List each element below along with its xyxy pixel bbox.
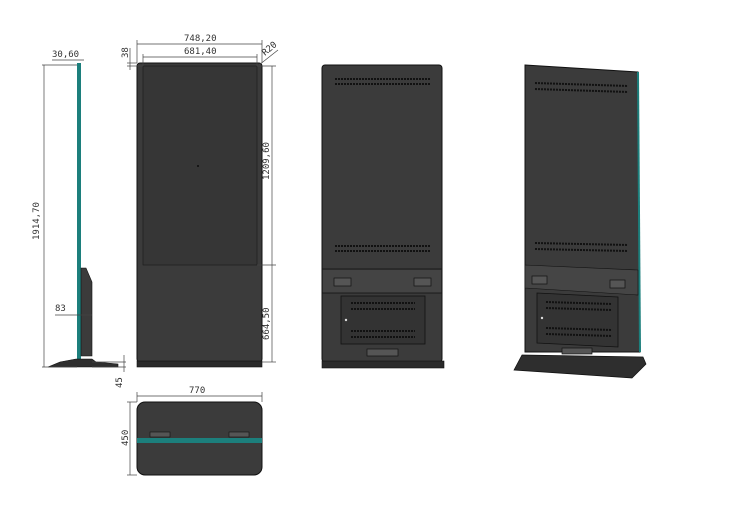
front-screen (142, 65, 258, 266)
dim-overall-width: 748,20 (184, 34, 217, 44)
front-base (136, 360, 263, 368)
side-rear-support (80, 267, 93, 357)
front-view: 748,20 681,40 38 R20 1209,60 664,50 (121, 34, 280, 368)
back-handle-right (413, 277, 432, 287)
side-panel (77, 63, 81, 361)
back-base (321, 360, 445, 369)
dim-total-height: 1914,70 (32, 202, 42, 240)
perspective-base (513, 354, 647, 379)
top-panel-band (137, 438, 262, 443)
dim-screen-width: 681,40 (184, 47, 217, 57)
dim-side-thickness: 30,60 (52, 50, 79, 60)
back-handle-left (333, 277, 352, 287)
dim-base-width: 770 (189, 386, 205, 396)
dim-top-bezel: 38 (121, 47, 131, 58)
dim-corner-radius: R20 (261, 40, 280, 58)
perspective-view (513, 64, 647, 379)
dim-base-height: 45 (115, 377, 125, 388)
top-view: 770 450 (121, 386, 263, 476)
side-view: 1914,70 30,60 83 45 (32, 50, 126, 388)
dim-screen-height: 1209,60 (262, 142, 272, 180)
dim-stand-depth: 83 (55, 304, 66, 314)
back-view (321, 64, 445, 369)
dim-base-depth: 450 (121, 430, 131, 446)
dim-lower-height: 664,50 (262, 307, 272, 340)
side-base (47, 358, 119, 368)
